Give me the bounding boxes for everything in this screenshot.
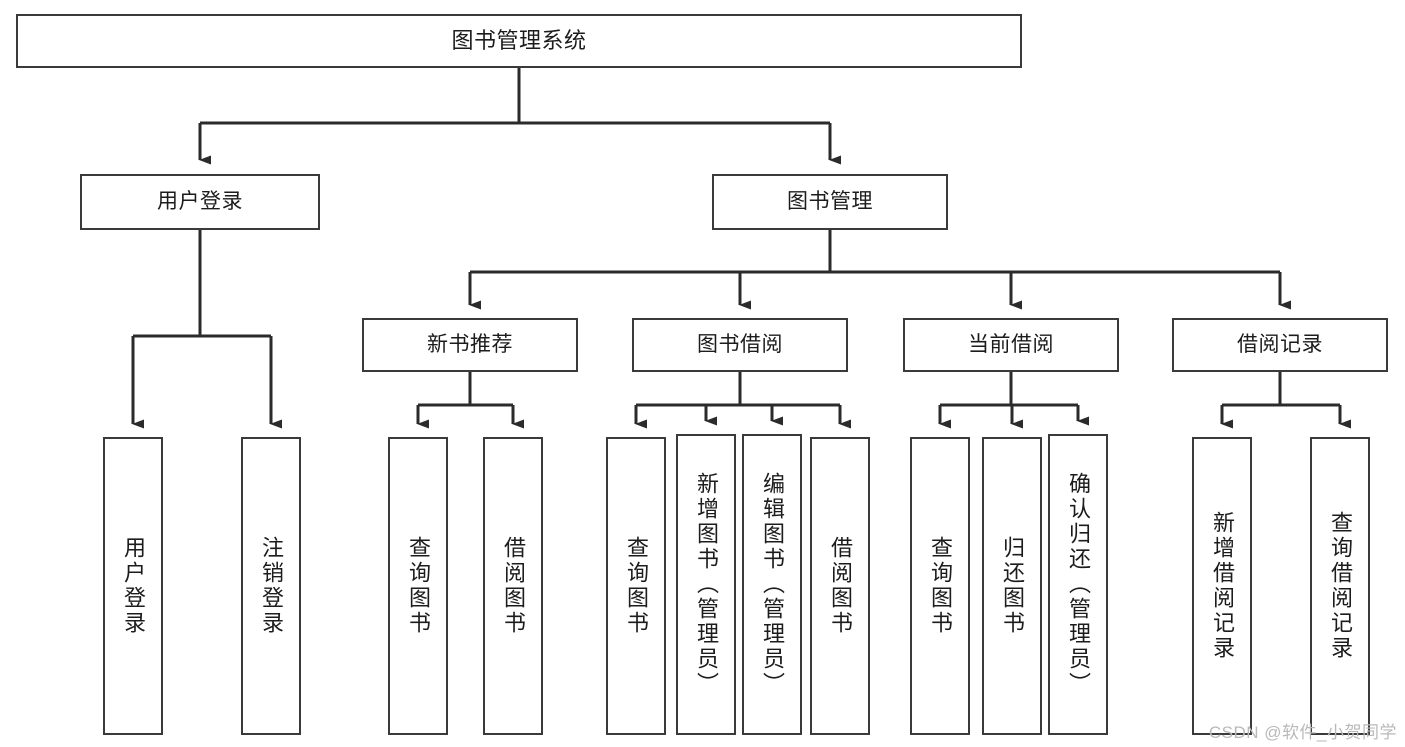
node-leaf-query-book-borrow[interactable]: 查询图书: [606, 437, 666, 735]
node-leaf-query-book-current[interactable]: 查询图书: [910, 437, 970, 735]
node-leaf-return-book[interactable]: 归还图书: [982, 437, 1042, 735]
node-label: 编辑图书（管理员）: [760, 472, 785, 697]
node-borrow-record[interactable]: 借阅记录: [1172, 318, 1388, 372]
node-leaf-query-borrow-record[interactable]: 查询借阅记录: [1310, 437, 1370, 735]
node-label: 当前借阅: [968, 333, 1054, 357]
node-leaf-borrow-book[interactable]: 借阅图书: [810, 437, 870, 735]
node-label: 确认归还（管理员）: [1066, 472, 1091, 697]
node-label: 查询借阅记录: [1328, 511, 1353, 661]
node-label: 借阅图书: [828, 536, 853, 636]
node-leaf-confirm-return[interactable]: 确认归还（管理员）: [1048, 434, 1108, 735]
node-label: 图书管理系统: [451, 27, 587, 53]
node-current-borrow[interactable]: 当前借阅: [903, 318, 1119, 372]
node-label: 借阅图书: [501, 536, 526, 636]
csdn-watermark: CSDN @软件_小贺同学: [1208, 723, 1397, 742]
node-leaf-user-logout[interactable]: 注销登录: [241, 437, 301, 735]
node-new-book-recommend[interactable]: 新书推荐: [362, 318, 578, 372]
node-label: 归还图书: [1000, 536, 1025, 636]
node-label: 注销登录: [259, 536, 284, 636]
node-leaf-add-borrow-record[interactable]: 新增借阅记录: [1192, 437, 1252, 735]
node-leaf-user-login[interactable]: 用户登录: [103, 437, 163, 735]
node-label: 查询图书: [624, 536, 649, 636]
node-book-borrow[interactable]: 图书借阅: [632, 318, 848, 372]
node-label: 用户登录: [121, 536, 146, 636]
node-label: 借阅记录: [1237, 333, 1323, 357]
node-label: 新增借阅记录: [1210, 511, 1235, 661]
node-book-manage[interactable]: 图书管理: [712, 174, 948, 230]
node-label: 查询图书: [928, 536, 953, 636]
node-leaf-add-book[interactable]: 新增图书（管理员）: [676, 434, 736, 735]
node-leaf-edit-book[interactable]: 编辑图书（管理员）: [742, 434, 802, 735]
node-label: 新书推荐: [427, 333, 513, 357]
node-leaf-borrow-book-recommend[interactable]: 借阅图书: [483, 437, 543, 735]
node-label: 图书借阅: [697, 333, 783, 357]
node-label: 新增图书（管理员）: [694, 472, 719, 697]
node-leaf-query-book-recommend[interactable]: 查询图书: [388, 437, 448, 735]
node-user-login[interactable]: 用户登录: [80, 174, 320, 230]
node-label: 查询图书: [406, 536, 431, 636]
node-label: 用户登录: [157, 190, 243, 214]
node-root-system[interactable]: 图书管理系统: [16, 14, 1022, 68]
node-label: 图书管理: [787, 190, 873, 214]
